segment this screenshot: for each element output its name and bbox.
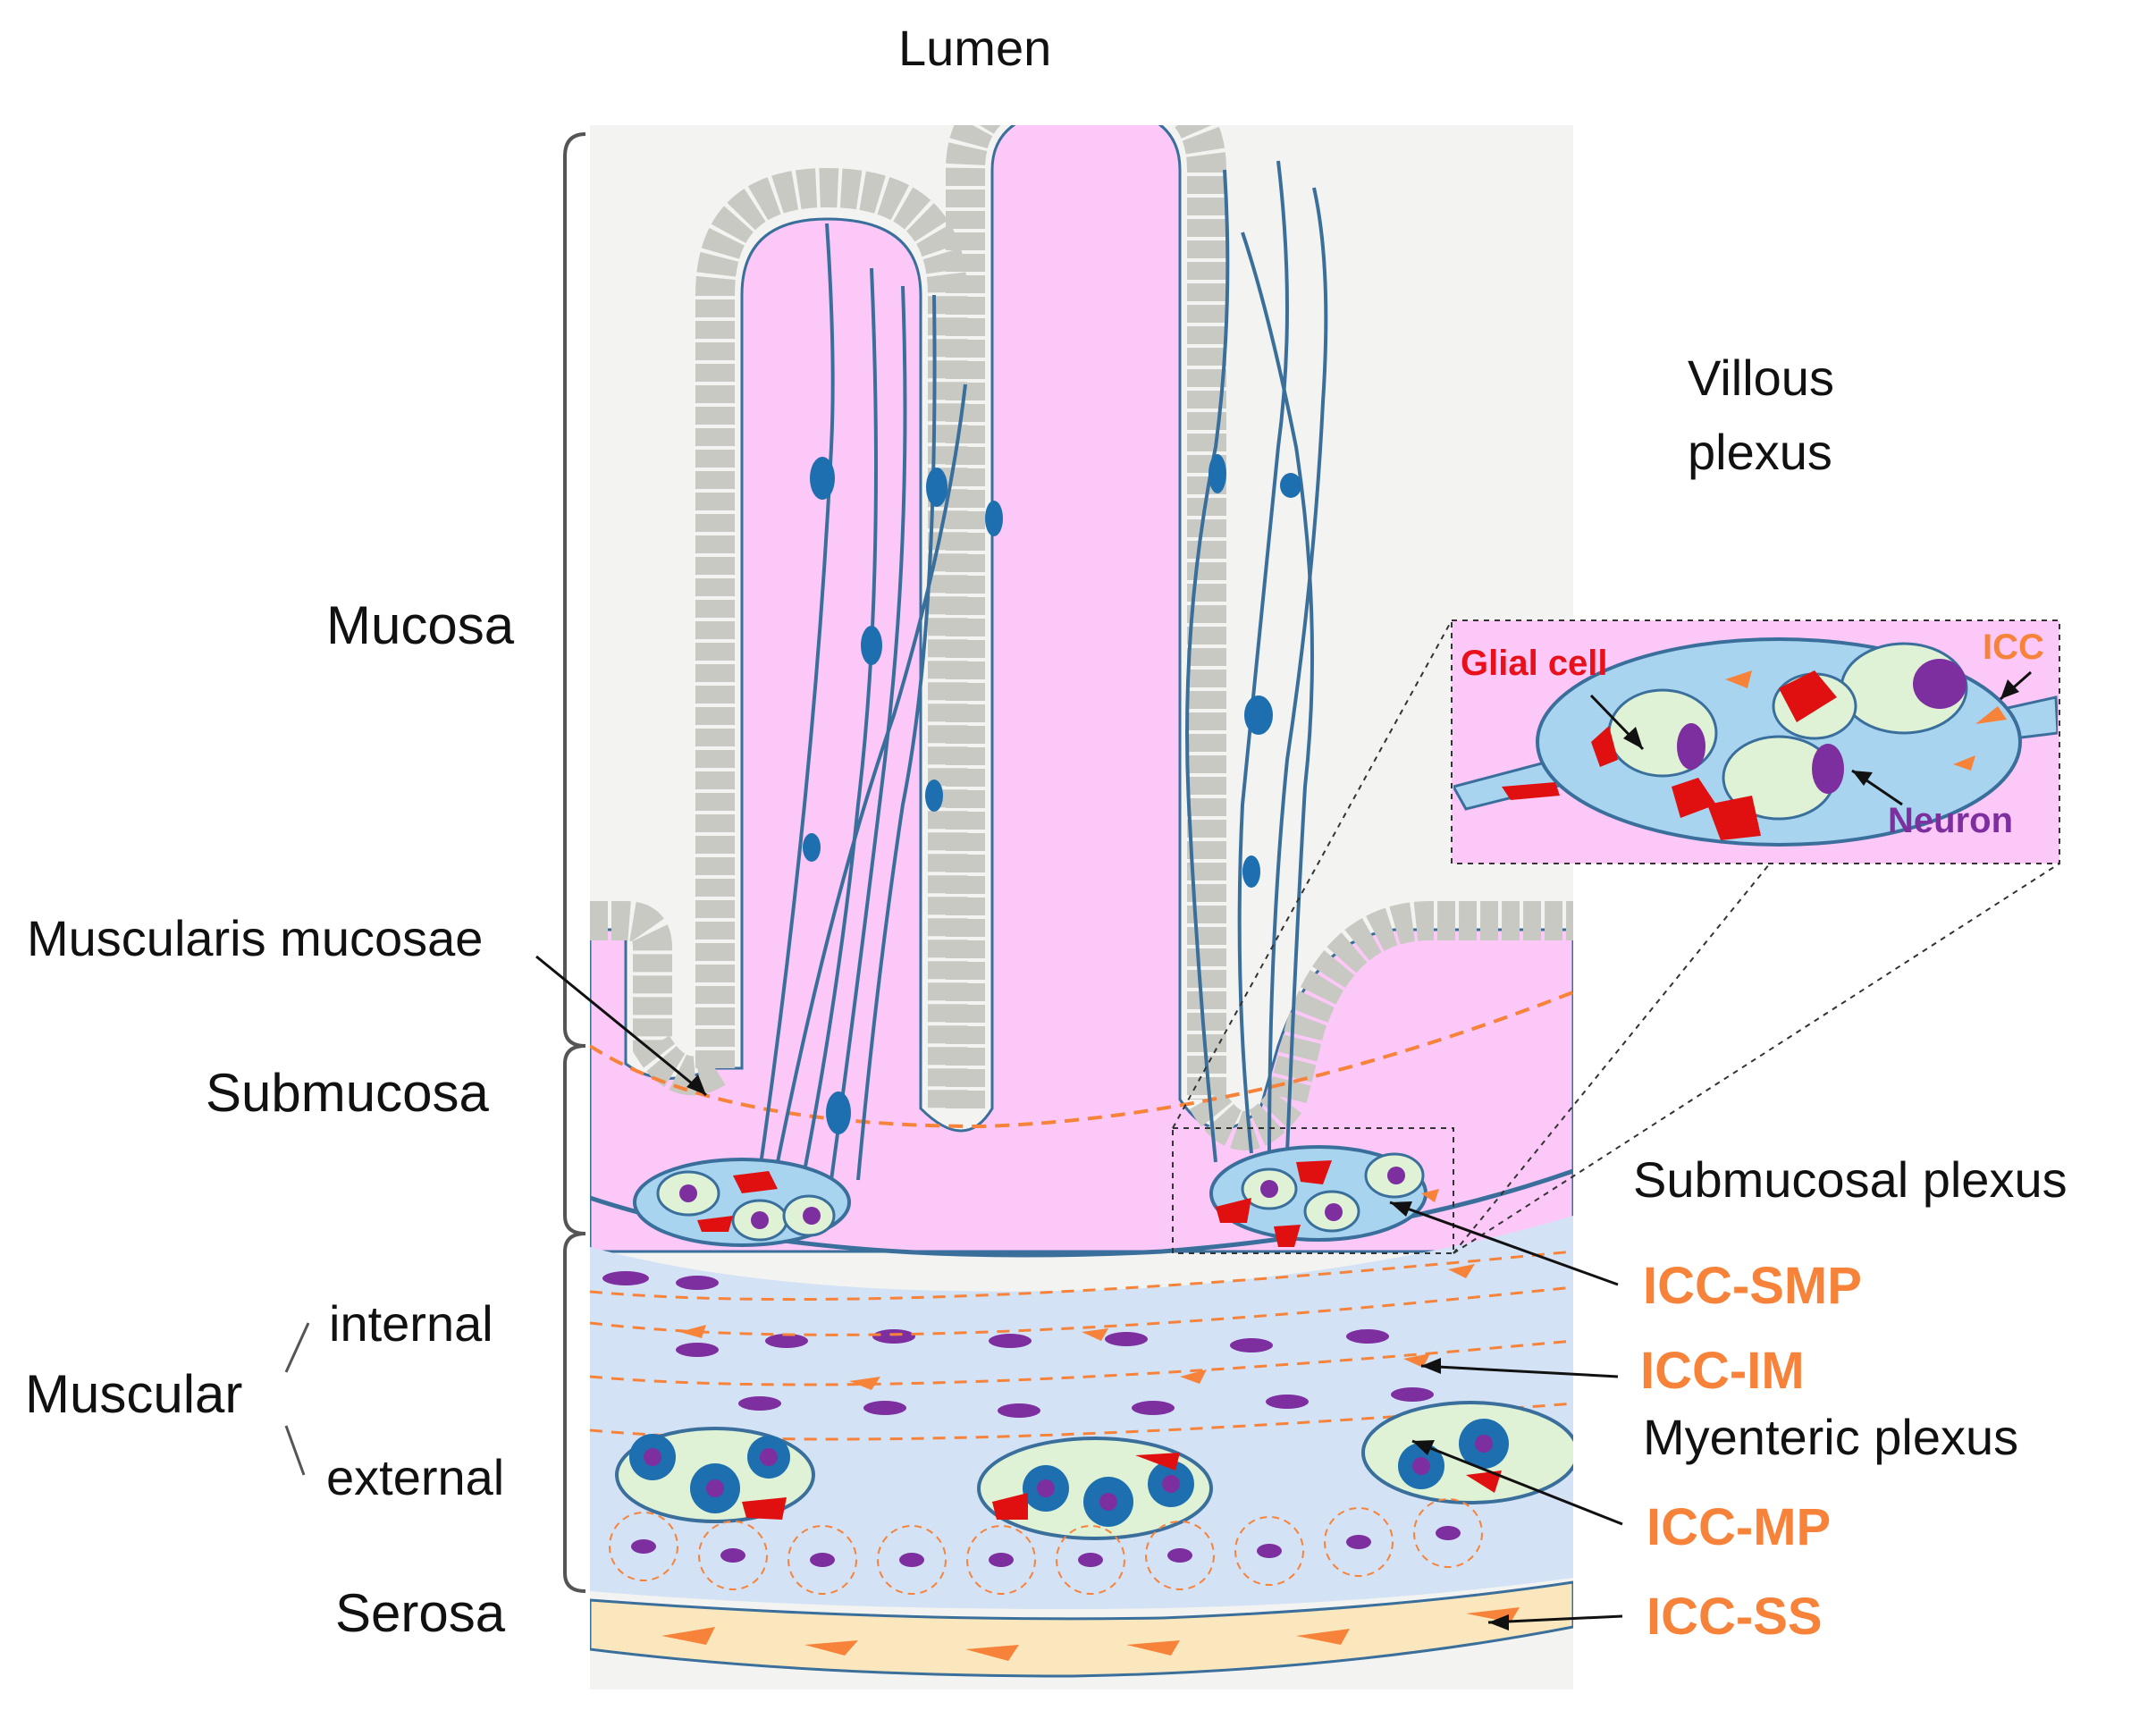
villous-plexus-fibers-2 [1185,160,1328,1163]
submucosal-ganglion-right [1209,1145,1439,1247]
inset-neuron-label: Neuron [1888,801,2013,840]
internal-label: internal [329,1295,493,1352]
icc-im-label: ICC-IM [1640,1342,1805,1400]
epithelium-crypt-right [1189,901,1573,1150]
internal-muscle-cells [602,1271,1434,1418]
epithelium-villus-1 [695,167,967,1108]
external-muscle-cells [609,1498,1483,1595]
epithelium-left-edge [590,901,726,1096]
epithelium-villus-2 [946,125,1226,1108]
submucosal-ganglion-left [633,1158,851,1247]
myenteric-ganglion-1 [615,1427,815,1523]
annotation-arrows [535,670,2032,1624]
muscularis-mucosae-label: Muscularis mucosae [27,910,484,966]
myenteric-ganglion-2 [977,1437,1213,1540]
mucosa-label: Mucosa [326,595,515,655]
zoom-lines [1172,619,2060,1254]
zoom-source-box [1172,1127,1454,1254]
icc-smp-label: ICC-SMP [1643,1257,1862,1315]
inset-icc-label: ICC [1983,628,2044,667]
muscularis-mucosae-line [590,990,1573,1129]
villous-plexus-label-line1: Villous [1688,350,1834,406]
icc-im-cells [679,1264,1475,1390]
myenteric-plexus-label: Myenteric plexus [1643,1409,2019,1465]
external-label: external [326,1449,505,1505]
submucosal-plexus-label: Submucosal plexus [1633,1151,2068,1208]
villous-neurons [803,454,1301,1134]
myenteric-ganglion-3 [1361,1401,1573,1504]
villous-plexus-label-line2: plexus [1688,424,1832,480]
serosa-label: Serosa [335,1583,506,1643]
inset-glial-cell-label: Glial cell [1461,644,1608,683]
layer-bracket [563,132,586,1593]
inset-ganglion-zoom [1453,637,2058,847]
icc-mp-label: ICC-MP [1646,1498,1832,1556]
muscular-layer [590,1216,1573,1609]
arrow-heads [686,679,2019,1631]
lumen-label: Lumen [898,20,1052,76]
muscular-external-line [284,1425,306,1476]
icc-ss-label: ICC-SS [1646,1588,1823,1646]
icc-ss-cells [661,1607,1520,1661]
muscular-internal-line [284,1322,310,1373]
muscular-label: Muscular [25,1364,243,1424]
submucosa-label: Submucosa [206,1063,489,1123]
